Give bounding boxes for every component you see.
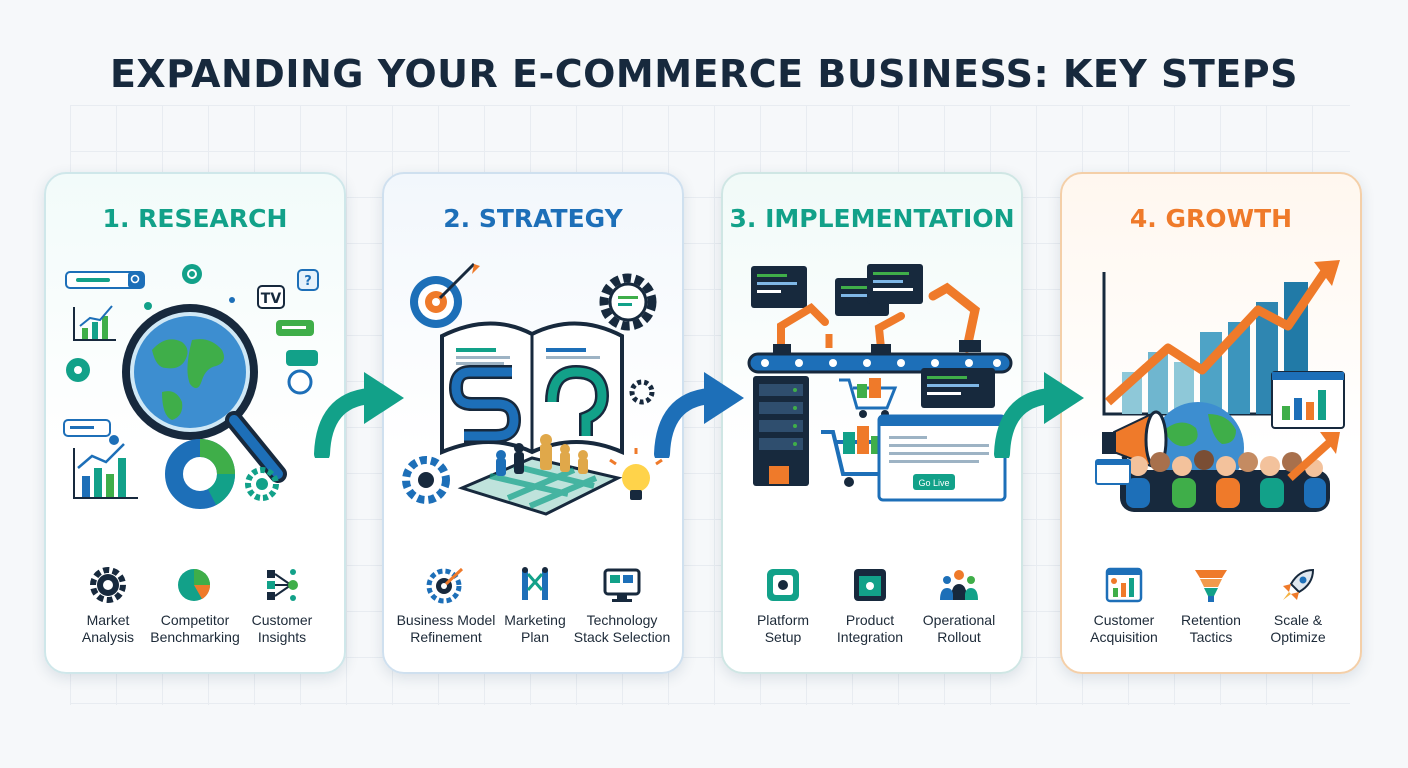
gear-icon [90, 567, 126, 603]
step-card-growth: 4. GROWTH [1060, 172, 1362, 674]
team-icon [940, 570, 978, 600]
monitor-icon [603, 568, 641, 602]
step-card-strategy: 2. STRATEGY [382, 172, 684, 674]
platform-icon [767, 569, 799, 601]
box-icon [854, 569, 886, 601]
bar-chart-icon [1105, 567, 1143, 603]
arrow-implementation-to-growth [994, 372, 1084, 458]
research-illustration: TV ? [63, 264, 319, 509]
go-live-badge: Go Live [918, 478, 949, 488]
growth-illustration [1095, 260, 1345, 512]
step-title: 3. IMPLEMENTATION [729, 204, 1015, 233]
step-card-implementation: 3. IMPLEMENTATION [721, 172, 1023, 674]
target-gear-icon [426, 567, 464, 604]
svg-text:?: ? [304, 274, 312, 289]
funnel-icon [1195, 570, 1227, 602]
step-card-research: 1. RESEARCH TV ? [44, 172, 346, 674]
item-scale-optimize: Scale &Optimize [1248, 566, 1348, 646]
strategy-illustration [402, 262, 663, 516]
page-title: EXPANDING YOUR E-COMMERCE BUSINESS: KEY … [109, 52, 1299, 96]
step-title: 4. GROWTH [1129, 204, 1293, 233]
step-title: 2. STRATEGY [443, 204, 623, 233]
pie-chart-icon [178, 569, 211, 601]
implementation-illustration: Go Live [747, 264, 1013, 502]
rocket-icon [1283, 568, 1315, 600]
arrow-strategy-to-implementation [654, 372, 744, 458]
network-icon [267, 569, 298, 601]
step-title: 1. RESEARCH [102, 204, 288, 233]
svg-text:TV: TV [261, 291, 282, 307]
roadmap-icon [522, 567, 548, 600]
arrow-research-to-strategy [314, 372, 404, 458]
